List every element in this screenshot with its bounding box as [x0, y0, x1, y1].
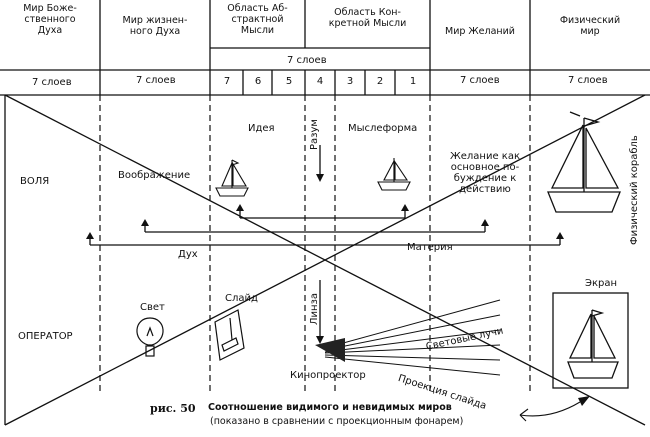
imagination-label: Воображение: [118, 170, 191, 181]
layer-7: 7: [223, 76, 231, 87]
layer-6: 6: [254, 76, 262, 87]
header-life-spirit: Мир жизнен- ного Духа: [122, 15, 188, 37]
layer-5: 5: [285, 76, 293, 87]
projector-label: Кинопроектор: [290, 370, 366, 381]
physical-ship-icon: [547, 111, 621, 213]
thoughtform-label: Мыслеформа: [348, 123, 418, 134]
figure-title: Соотношение видимого и невидимых миров: [208, 402, 452, 413]
slide-label: Слайд: [225, 293, 258, 304]
arrow-icon: [519, 401, 581, 422]
thoughtform-boat-icon: [377, 158, 411, 191]
screen-label: Экран: [585, 278, 618, 289]
header-desire-world: Мир Желаний: [445, 26, 515, 37]
figure-number: рис. 50: [150, 402, 196, 415]
spirit-label: Дух: [178, 249, 198, 260]
layers-col1: 7 слоев: [32, 77, 72, 88]
header-physical-world: Физический мир: [559, 15, 621, 37]
slide-icon: [214, 309, 245, 361]
reason-label: Разум: [309, 119, 320, 150]
lens-label: Линза: [309, 292, 320, 325]
projector-lens: [315, 338, 345, 362]
layers-col6: 7 слоев: [568, 75, 608, 86]
figure-subtitle: (показано в сравнении с проекционным фон…: [210, 416, 464, 427]
layer-4: 4: [316, 76, 324, 87]
will-label: ВОЛЯ: [20, 176, 50, 187]
header-concrete-thought: Область Кон- кретной Мысли: [328, 7, 407, 29]
operator-label: ОПЕРАТОР: [18, 331, 73, 342]
screen-icon: [552, 292, 629, 389]
light-label: Свет: [140, 302, 165, 313]
layers-mid-label: 7 слоев: [287, 55, 327, 66]
matter-label: Материя: [407, 242, 453, 253]
header-abstract-thought: Область Аб- страктной Мысли: [227, 3, 288, 36]
physical-ship-label: Физический корабль: [629, 135, 640, 245]
layers-col2: 7 слоев: [136, 75, 176, 86]
desire-label: Желание как основное по- буждение к дейс…: [449, 151, 521, 195]
idea-boat-icon: [215, 159, 249, 197]
idea-label: Идея: [248, 123, 275, 134]
header-divine-spirit: Мир Боже- ственного Духа: [23, 3, 77, 36]
light-bulb-icon: [136, 317, 164, 357]
layers-col5: 7 слоев: [460, 75, 500, 86]
light-rays: [324, 299, 501, 376]
layer-1: 1: [409, 76, 417, 87]
layer-3: 3: [346, 76, 354, 87]
layer-2: 2: [376, 76, 384, 87]
